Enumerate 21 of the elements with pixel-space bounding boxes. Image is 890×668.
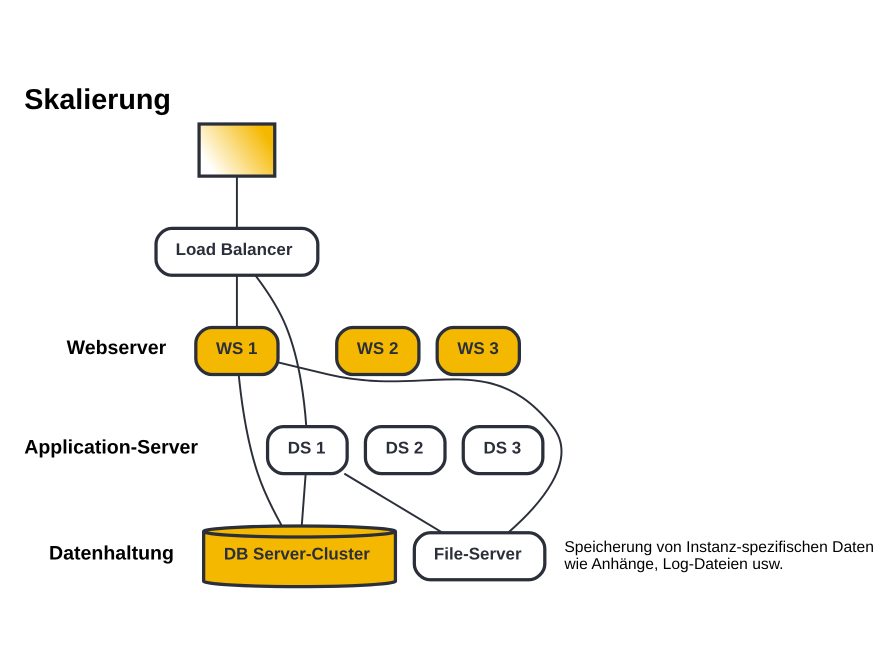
connector <box>238 374 283 526</box>
label: Datenhaltung <box>49 542 174 564</box>
connector <box>344 472 443 533</box>
label: Webserver <box>66 336 166 359</box>
node-box: WS 3 <box>436 325 521 376</box>
node-box: DS 2 <box>364 424 447 475</box>
connector <box>300 473 307 526</box>
connector <box>254 274 308 426</box>
node-box: Load Balancer <box>154 226 320 276</box>
node-box: DS 3 <box>462 424 544 475</box>
node-box: WS 1 <box>194 325 280 376</box>
node-box: WS 2 <box>335 325 421 376</box>
label: Application-Server <box>24 436 198 458</box>
connector <box>236 176 238 228</box>
node-label: Speicherung von Instanz-spezifischen Daten wie Anhänge, Log-Dateien usw. <box>564 538 874 572</box>
connector <box>236 275 238 327</box>
diagram-title: Skalierung <box>24 84 171 116</box>
node-laptop <box>197 122 276 178</box>
connector <box>278 360 562 533</box>
node-box: File-Server <box>412 530 546 581</box>
node-box: DS 1 <box>266 424 349 475</box>
